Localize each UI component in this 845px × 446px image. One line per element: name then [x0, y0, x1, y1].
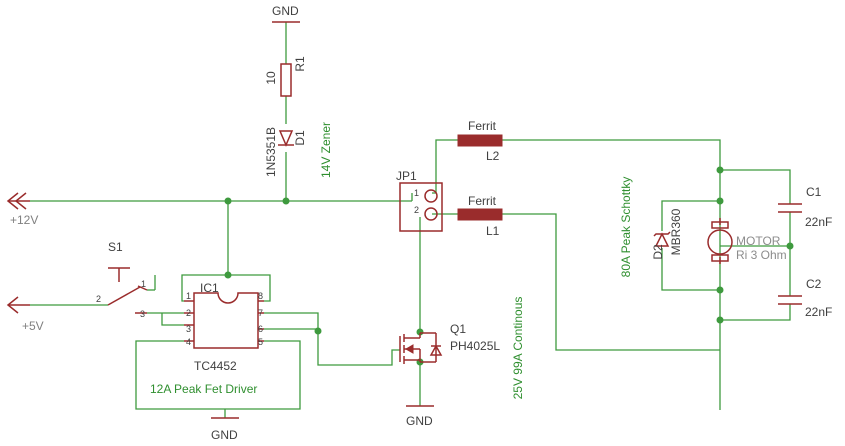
ic1-value: TC4452 [194, 359, 237, 373]
ic1-pin3: 3 [186, 324, 191, 334]
c1-name: C1 [806, 185, 822, 199]
gnd-top-label: GND [272, 4, 299, 18]
zener-diode-d1: 1N5351B D1 14V Zener [264, 122, 333, 178]
switch-s1: S1 1 2 3 [96, 240, 148, 319]
ic1-pin4: 4 [186, 337, 191, 347]
r1-value: 10 [264, 71, 278, 85]
l2-value: Ferrit [468, 119, 497, 133]
supply-12v-label: +12V [10, 213, 38, 227]
gnd-q1-label: GND [406, 414, 433, 428]
gnd-ic-label: GND [211, 428, 238, 442]
ic1-pin8: 8 [258, 291, 263, 301]
c2-name: C2 [806, 277, 822, 291]
c2-value: 22nF [805, 305, 832, 319]
jp1-pin2: 2 [414, 205, 419, 215]
ic1-pin7: 7 [258, 308, 263, 318]
l1-name: L1 [486, 224, 500, 238]
q1-name: Q1 [450, 322, 466, 336]
s1-pin3: 3 [140, 309, 145, 319]
motor-name: MOTOR [736, 234, 781, 248]
supply-12v: +12V [6, 192, 38, 227]
d2-name: D2 [651, 244, 665, 260]
ic1-pin6: 6 [258, 324, 263, 334]
ic1-pin5: 5 [258, 337, 263, 347]
d1-value: 1N5351B [264, 127, 278, 177]
capacitor-c2: C2 22nF [778, 277, 832, 319]
gnd-top-symbol: GND [272, 4, 300, 23]
zener-note: 14V Zener [319, 122, 333, 178]
q1-value: PH4025L [450, 339, 500, 353]
supply-5v: +5V [6, 296, 44, 333]
motor-value: Ri 3 Ohm [736, 248, 787, 262]
resistor-r1: 10 R1 [264, 56, 307, 97]
capacitor-c1: C1 22nF [778, 185, 832, 229]
ic1-tc4452: IC1 TC4452 1 2 3 4 5 6 7 8 12A Peak Fet … [150, 281, 264, 396]
r1-name: R1 [293, 56, 307, 72]
jp1-pin1: 1 [414, 188, 419, 198]
l1-value: Ferrit [468, 194, 497, 208]
ic1-pin1: 1 [186, 291, 191, 301]
jumper-jp1: JP1 1 2 [396, 169, 443, 232]
l2-name: L2 [486, 149, 500, 163]
mosfet-q1: Q1 PH4025L 25V 99A Continous [399, 297, 525, 400]
s1-pin2: 2 [96, 294, 101, 304]
inductor-l1: Ferrit L1 [457, 194, 503, 238]
supply-5v-label: +5V [22, 319, 44, 333]
gnd-q1-symbol: GND [406, 405, 434, 428]
jp1-name: JP1 [396, 169, 417, 183]
q1-note: 25V 99A Continous [511, 297, 525, 400]
gnd-ic-symbol: GND [211, 409, 239, 442]
d1-name: D1 [293, 130, 307, 146]
ic1-name: IC1 [200, 281, 219, 295]
c1-value: 22nF [805, 215, 832, 229]
schottky-note: 80A Peak Schottky [619, 177, 633, 278]
d2-value: MBR360 [669, 208, 683, 255]
ic1-pin2: 2 [186, 308, 191, 318]
junctions [224, 166, 794, 366]
driver-note: 12A Peak Fet Driver [150, 382, 257, 396]
wires [30, 22, 791, 410]
s1-name: S1 [108, 240, 123, 254]
schottky-diode-d2: D2 MBR360 80A Peak Schottky [619, 177, 683, 278]
s1-pin1: 1 [141, 279, 146, 289]
motor: MOTOR Ri 3 Ohm [707, 218, 787, 264]
inductor-l2: Ferrit L2 [457, 119, 503, 163]
